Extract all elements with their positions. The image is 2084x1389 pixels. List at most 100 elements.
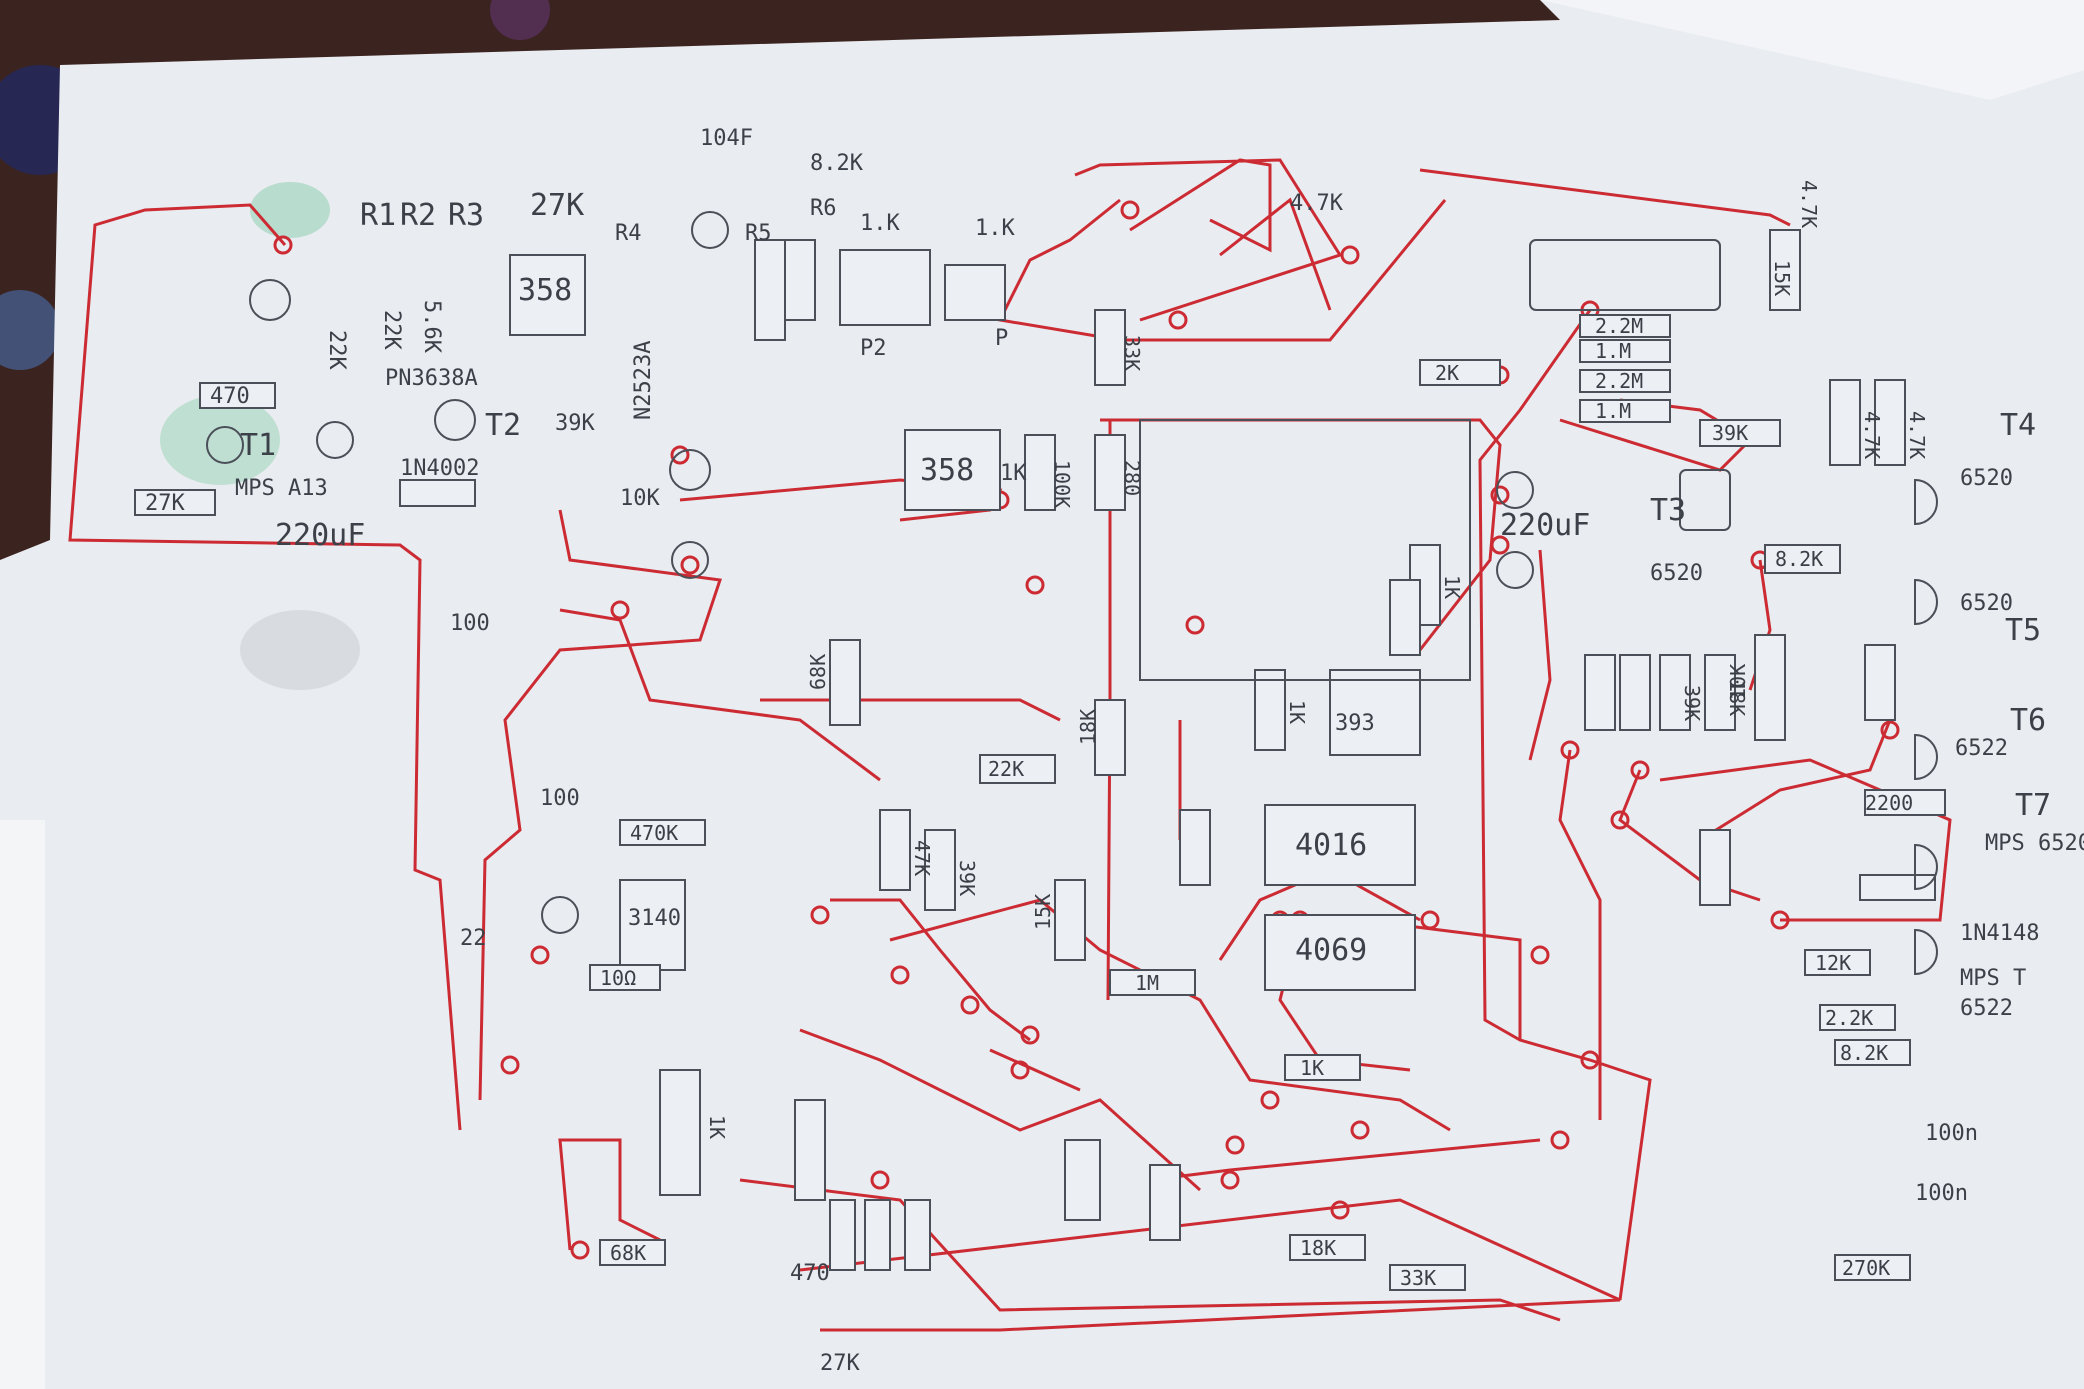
label-220uf-b: 220uF	[1500, 508, 1590, 543]
resistor-1k-vertical	[659, 1069, 701, 1196]
label-470: 470	[210, 384, 250, 409]
resistor-68k-r	[1699, 829, 1731, 906]
transistor-t3-outline	[1679, 469, 1731, 531]
resistor-1k-e	[1584, 654, 1616, 731]
label-8k2-r: 8.2K	[1775, 547, 1823, 571]
label-t2: T2	[485, 408, 521, 443]
label-5k6: 5.6K	[419, 300, 444, 354]
carpet-pattern	[490, 0, 550, 40]
transistor-outlines	[206, 211, 1938, 976]
label-4k7-a: 4.7K	[1860, 411, 1884, 459]
resistor-10r	[589, 964, 661, 991]
smudge	[240, 610, 360, 690]
transistor-outline	[671, 541, 709, 579]
resistor-220k	[1864, 644, 1896, 721]
transistor-outline	[1496, 471, 1534, 509]
transistor-outline	[316, 421, 354, 459]
label-22k-b: 22K	[379, 310, 404, 350]
label-100k: 100K	[1050, 460, 1074, 508]
resistor-100-b	[1064, 1139, 1101, 1221]
pot-p2	[839, 249, 931, 326]
label-6522-a: 6522	[1955, 736, 2008, 761]
pencil-labels: R1 R2 R3 27K R4 104F 8.2K R5 R6 1.K 1.K …	[145, 126, 2084, 1206]
label-ic-393: 393	[1335, 711, 1375, 736]
resistor-10k	[794, 1099, 826, 1201]
label-22: 22	[460, 926, 487, 951]
label-18k: 18K	[1076, 709, 1100, 745]
resistor-2200	[1864, 789, 1946, 816]
label-470k: 470K	[630, 821, 678, 845]
label-mps-t: MPS T	[1960, 966, 2026, 991]
pencil-components	[134, 229, 1946, 1291]
resistor-1k-c	[1179, 809, 1211, 886]
label-8k2-top: 8.2K	[810, 151, 864, 176]
label-6520-c: 6520	[1650, 561, 1703, 586]
label-t5: T5	[2005, 613, 2041, 648]
transistor-outline	[434, 399, 476, 441]
ic-393	[1329, 669, 1421, 756]
red-traces	[68, 158, 1952, 1332]
label-r5: R5	[745, 221, 772, 246]
transistor-outline	[1914, 843, 1938, 891]
label-39k: 39K	[555, 411, 595, 436]
label-100: 100	[540, 786, 580, 811]
label-r6: R6	[810, 196, 837, 221]
label-1n4002: 1N4002	[400, 456, 479, 481]
label-t7: T7	[2015, 788, 2051, 823]
resistor-15k-b	[1054, 879, 1086, 961]
resistor-82k	[1149, 1164, 1181, 1241]
label-22k-c: 22K	[988, 757, 1024, 781]
resistor-12k	[864, 1199, 891, 1271]
stain	[160, 395, 280, 485]
connector-block	[1529, 239, 1721, 311]
label-39k-c: 39K	[1680, 685, 1704, 721]
resistor-1m-a	[1579, 339, 1671, 363]
diode-1n4002	[399, 479, 476, 507]
label-1n4148: 1N4148	[1960, 921, 2039, 946]
resistor-10k-b	[1754, 634, 1786, 741]
label-4k7-top: 4.7K	[1290, 191, 1344, 216]
resistor-18k-c	[1704, 654, 1736, 731]
resistor-1k-mid	[1254, 669, 1286, 751]
label-6520-a: 6520	[1960, 466, 2013, 491]
ic-358-top	[509, 254, 586, 336]
transistor-outline	[249, 279, 291, 321]
resistor-33k-b	[1389, 1264, 1466, 1291]
label-t6: T6	[2010, 703, 2046, 738]
resistor-1k-top	[784, 239, 816, 321]
resistor-8k2-bot	[904, 1199, 931, 1271]
resistor-2k	[1419, 359, 1501, 386]
label-220uf: 220uF	[275, 518, 365, 553]
label-68k-b: 68K	[610, 1241, 646, 1265]
label-33k-b: 33K	[1400, 1266, 1436, 1290]
resistor-2k7	[1619, 654, 1651, 731]
transistor-outline	[1914, 478, 1938, 526]
label-pn3638a: PN3638A	[385, 366, 478, 391]
solder-pads	[273, 200, 1900, 1260]
resistor-100k	[1024, 434, 1056, 511]
label-10r: 10Ω	[600, 966, 636, 990]
resistor-47k	[879, 809, 911, 891]
resistor-18k-b	[1289, 1234, 1366, 1261]
label-2200: 2200	[1865, 791, 1913, 815]
label-1m-a: 1.M	[1595, 339, 1631, 363]
resistor-1k-f	[1389, 579, 1421, 656]
label-1k-right: 1K	[1440, 575, 1464, 599]
transistor-outline	[1496, 551, 1534, 589]
resistor-39k-b	[924, 829, 956, 911]
label-68k: 68K	[806, 654, 830, 690]
resistor-39k-c	[1659, 654, 1691, 731]
transistor-outline	[691, 211, 729, 249]
label-r1: R1	[360, 198, 396, 233]
label-27k-top: 27K	[530, 188, 584, 223]
resistor-18k	[1094, 699, 1126, 776]
label-6522-b: 6522	[1960, 996, 2013, 1021]
transistor-outline	[541, 896, 579, 934]
label-10k: 10K	[620, 486, 660, 511]
label-1m-c: 1M	[1135, 971, 1159, 995]
resistor-33k	[1094, 309, 1126, 386]
label-22k-a: 22K	[324, 330, 349, 370]
resistor-270k	[1834, 1254, 1911, 1281]
label-ic-3140: 3140	[628, 906, 681, 931]
